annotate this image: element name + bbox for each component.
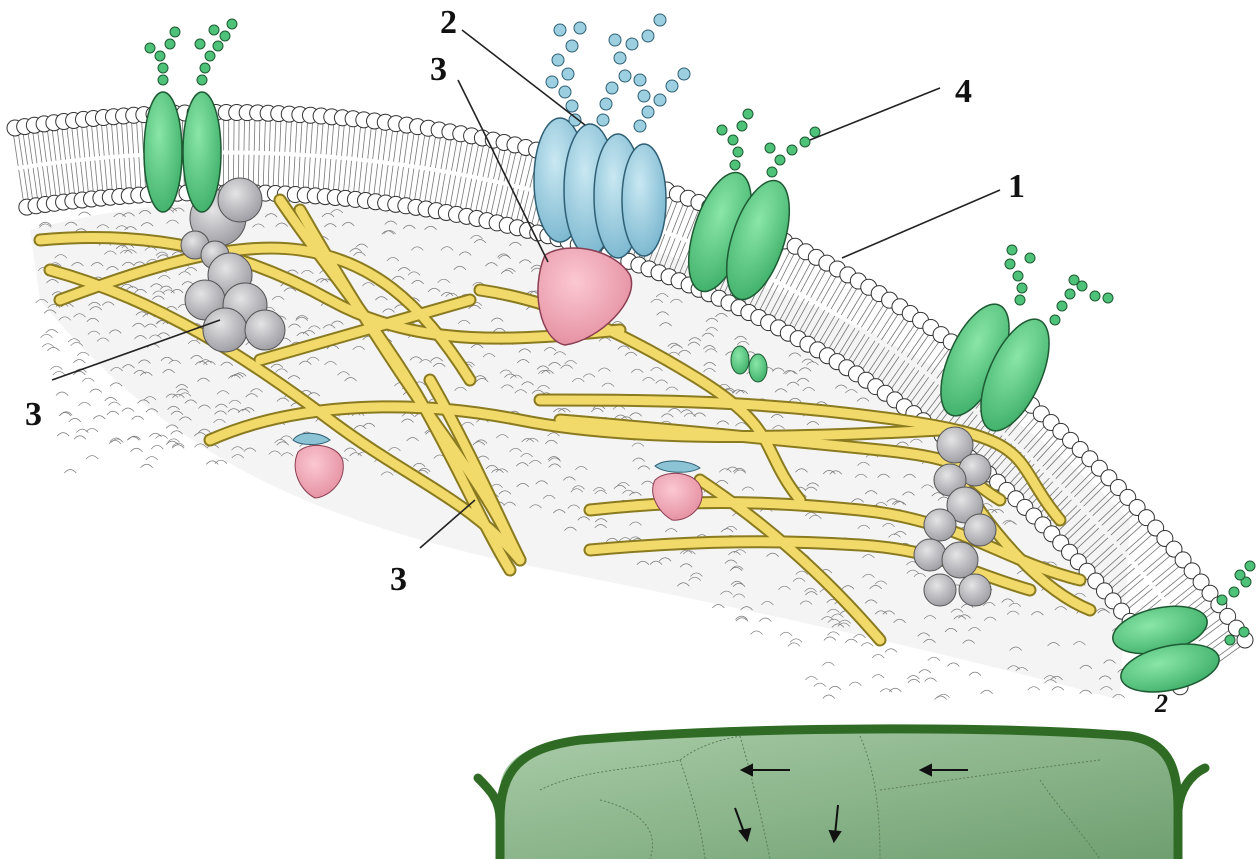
membrane-scale (845, 639, 857, 643)
membrane-scale (849, 682, 861, 686)
membrane-scale (907, 675, 919, 679)
membrane-scale (86, 428, 98, 432)
membrane-scale (1028, 687, 1040, 691)
membrane-scale (76, 429, 88, 433)
membrane-scale (908, 679, 920, 683)
membrane-scale (935, 696, 947, 700)
membrane-scale (1052, 687, 1064, 691)
membrane-scale (40, 334, 52, 338)
membrane-scale (872, 654, 884, 658)
membrane-scale (981, 690, 993, 694)
membrane-scale (872, 675, 884, 679)
label-1: 1 (1008, 168, 1025, 205)
membrane-scale (73, 359, 85, 363)
label-3-left: 3 (25, 396, 42, 433)
membrane-scale (107, 411, 119, 415)
membrane-scale (46, 329, 58, 333)
membrane-scale (56, 392, 68, 396)
membrane-scale (814, 683, 826, 687)
label-3-top: 3 (430, 51, 447, 88)
label-2: 2 (440, 4, 457, 41)
plant-cell-panel (478, 729, 1205, 859)
membrane-scale (827, 632, 839, 636)
membrane-scale (69, 418, 81, 422)
membrane-scale (141, 464, 153, 468)
membrane-scale (50, 366, 62, 370)
membrane-scale (823, 695, 835, 699)
membrane-scale (78, 402, 90, 406)
membrane-scale (64, 470, 76, 474)
membrane-scale (82, 378, 94, 382)
membrane-scale (759, 618, 771, 622)
membrane-scale (105, 397, 117, 401)
membrane-scale (42, 344, 54, 348)
membrane-scale (824, 637, 836, 641)
cytoplasm (500, 731, 1175, 859)
membrane-scale (790, 639, 802, 643)
membrane-scale (788, 643, 800, 647)
membrane-scale (750, 631, 762, 635)
leader-line-1 (842, 190, 1000, 258)
membrane-scale (130, 448, 142, 452)
membrane-scale (885, 649, 897, 653)
membrane-scale (829, 686, 841, 690)
leader-line-4 (810, 88, 940, 140)
membrane-scale (969, 672, 981, 676)
membrane-scale (93, 416, 105, 420)
membrane-scale (47, 347, 59, 351)
glycan-chain (546, 14, 690, 132)
label-3-bottom: 3 (390, 561, 407, 598)
membrane-scale (74, 436, 86, 440)
membrane-scale (86, 456, 98, 460)
membrane-scale (57, 433, 69, 437)
membrane-scale (108, 402, 120, 406)
membrane-scale (132, 416, 144, 420)
membrane-scale (156, 435, 168, 439)
membrane-scale (919, 670, 931, 674)
membrane-scale (90, 389, 102, 393)
membrane-scale (149, 433, 161, 437)
membrane-scale (925, 678, 937, 682)
membrane-scale (928, 657, 940, 661)
membrane-scale (947, 663, 959, 667)
membrane-scale (822, 662, 834, 666)
membrane-scale (53, 371, 65, 375)
glycan-chain (1005, 245, 1113, 325)
glycan-chain (717, 109, 820, 177)
glycan-chain (145, 19, 237, 85)
membrane-scale (780, 632, 792, 636)
glycoprotein-right-green (927, 245, 1113, 440)
membrane-scale (861, 643, 873, 647)
membrane-scale (79, 212, 91, 216)
membrane-scale (122, 408, 134, 412)
label-corner-2: 2 (1154, 689, 1168, 718)
membrane-scale (151, 445, 163, 449)
membrane-scale (805, 676, 817, 680)
glycoprotein-center-blue (534, 14, 690, 258)
membrane-scale (146, 457, 158, 461)
label-4: 4 (955, 73, 972, 110)
membrane-scale (206, 461, 218, 465)
